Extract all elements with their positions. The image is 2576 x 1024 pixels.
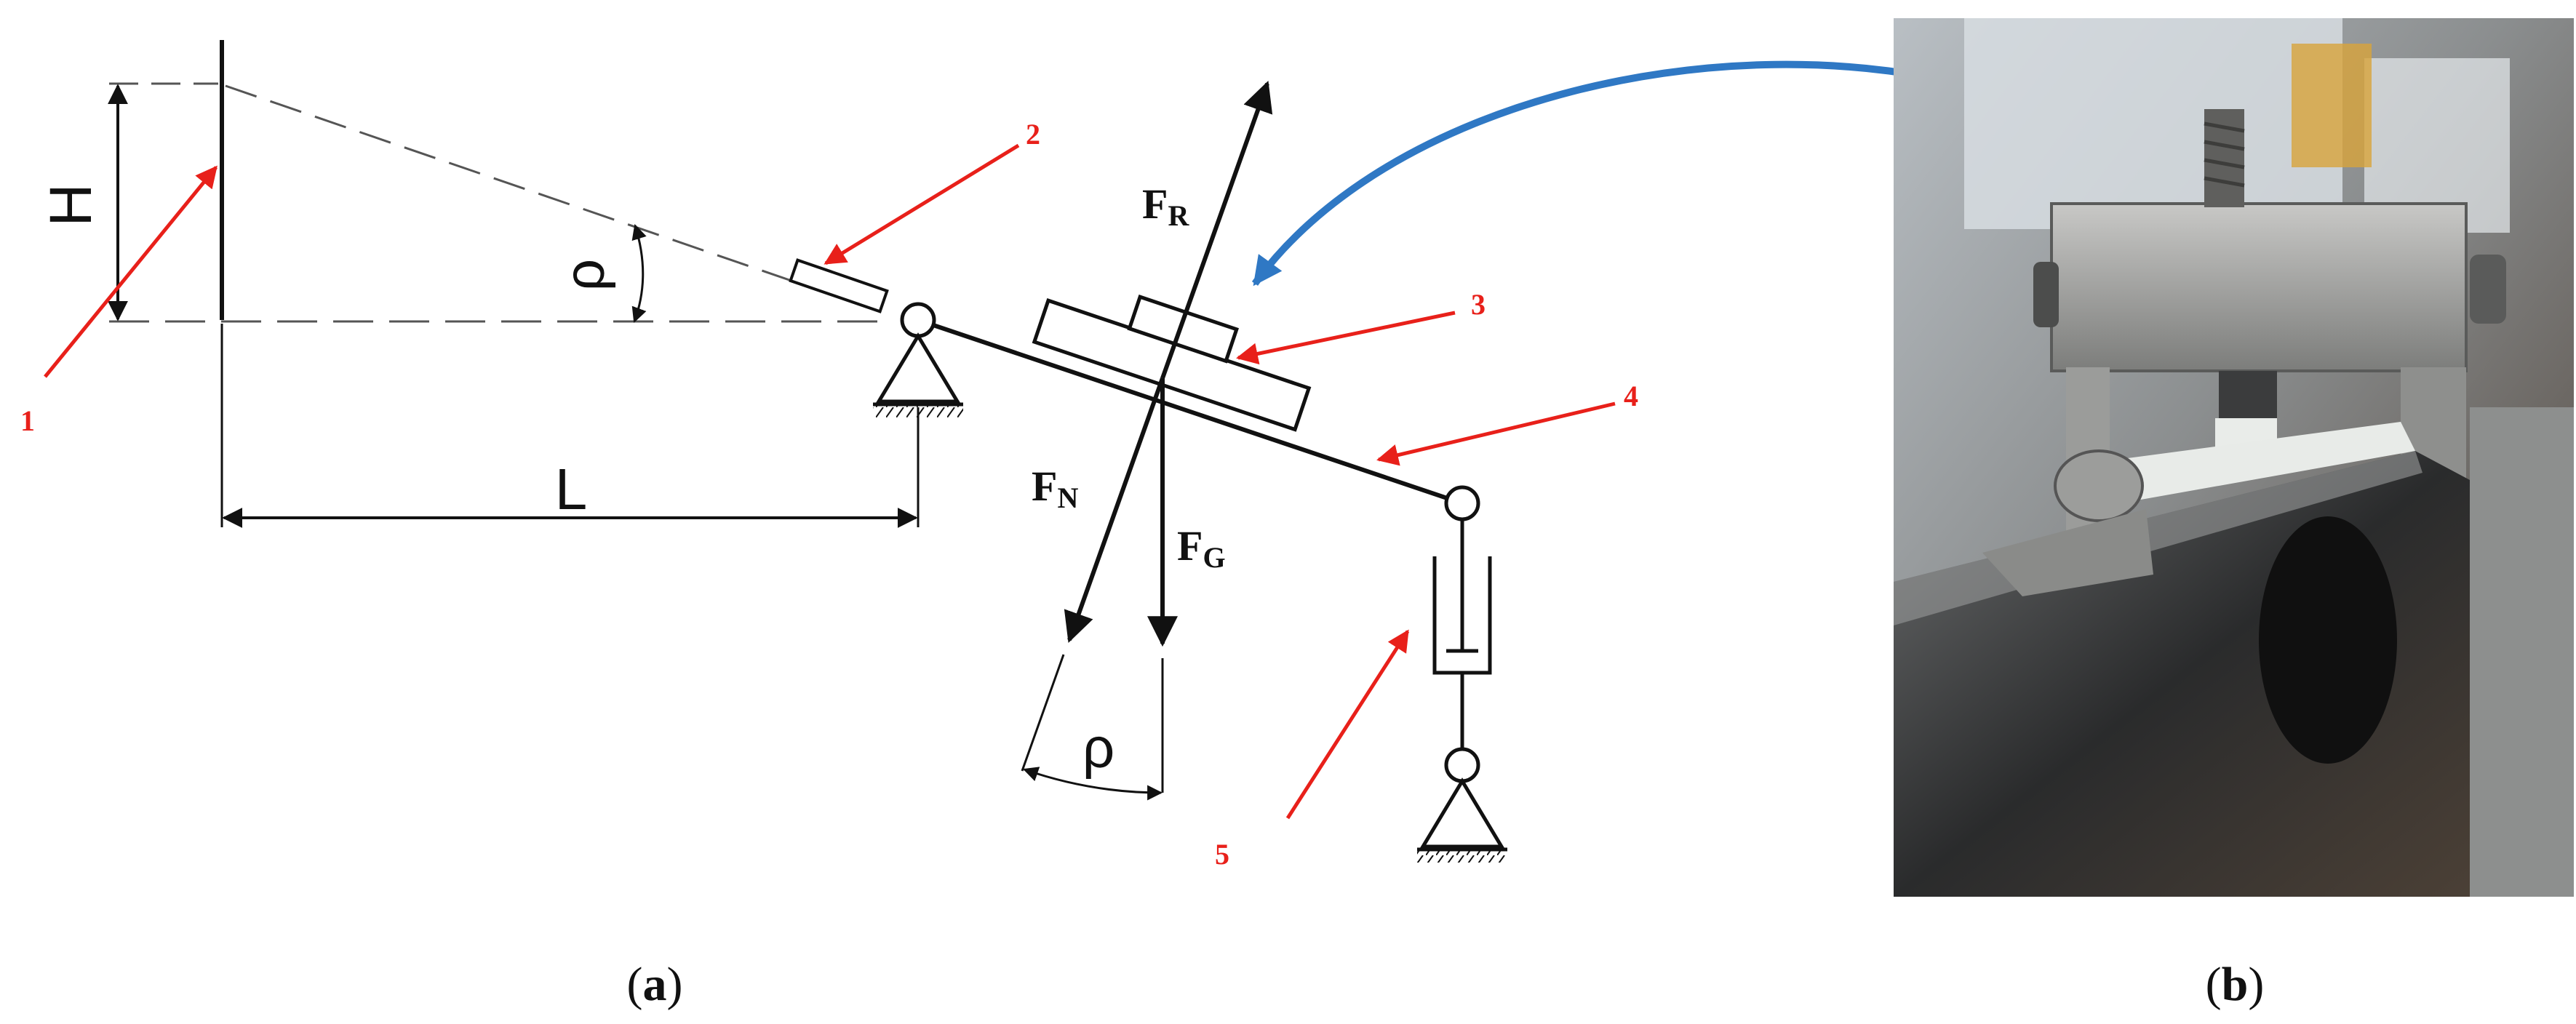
callout-label-3: 3 xyxy=(1471,288,1486,321)
pivot-support xyxy=(875,332,961,404)
caption-a: (a) xyxy=(627,958,683,1011)
callout-arrow-5 xyxy=(1285,629,1410,820)
schematic-diagram: H L ρ FR FN FG xyxy=(20,40,1638,871)
caption-b: (b) xyxy=(2206,958,2265,1011)
angle-arc-bottom xyxy=(1023,767,1163,801)
force-gravity-label: FG xyxy=(1177,522,1226,574)
callout-label-5: 5 xyxy=(1215,838,1229,871)
force-normal-arrow xyxy=(1064,377,1165,643)
callout-label-2: 2 xyxy=(1026,118,1040,151)
inclined-beam xyxy=(917,318,1463,505)
laser-pointer xyxy=(789,258,889,313)
angle-arc-top xyxy=(631,223,647,323)
length-label: L xyxy=(555,457,588,521)
damper-bottom-joint xyxy=(1444,747,1480,783)
callout-arrow-3 xyxy=(1236,311,1456,365)
damper-support xyxy=(1419,777,1505,849)
callout-arrow-1 xyxy=(44,165,218,378)
callout-arrow-2 xyxy=(824,143,1020,265)
force-normal-label: FN xyxy=(1032,463,1078,514)
angle-label-top: ρ xyxy=(552,259,616,291)
dashed-sight-line xyxy=(225,84,790,281)
angle-label-bottom: ρ xyxy=(1082,716,1114,780)
force-resultant-arrow xyxy=(1160,81,1273,380)
damper-top-joint xyxy=(1444,485,1480,521)
callout-arrow-4 xyxy=(1376,401,1616,466)
apparatus-photo xyxy=(1894,18,2574,897)
callout-label-4: 4 xyxy=(1624,380,1638,412)
pivot-joint xyxy=(900,302,936,338)
callout-label-1: 1 xyxy=(20,404,35,437)
force-resultant-label: FR xyxy=(1142,180,1189,232)
height-label: H xyxy=(38,183,104,226)
